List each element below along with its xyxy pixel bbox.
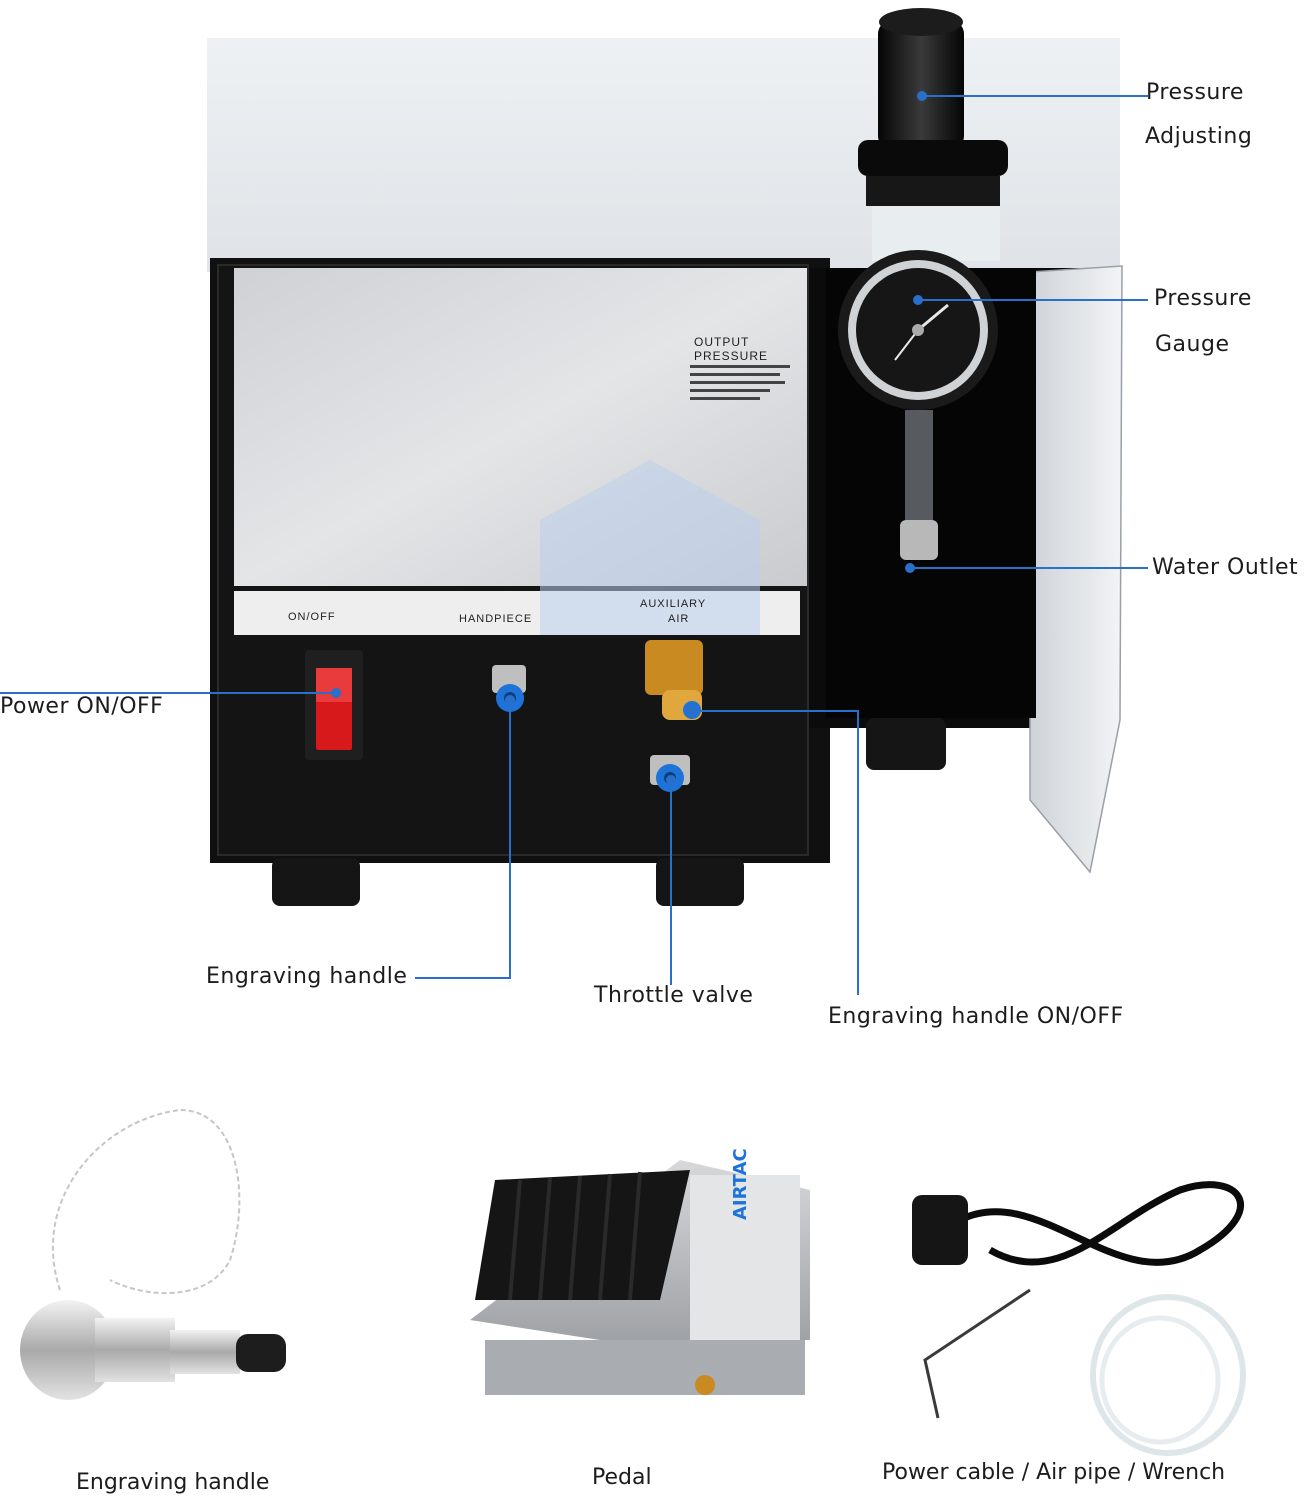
callout-pressure-gauge-1: Pressure xyxy=(1154,286,1252,311)
panel-auxiliary-label: AUXILIARY xyxy=(640,598,707,610)
panel-on-off-label: ON/OFF xyxy=(288,611,336,623)
callout-pressure-adjusting-2: Adjusting xyxy=(1145,124,1253,149)
callout-power-on-off: Power ON/OFF xyxy=(0,694,164,719)
kit-accessory xyxy=(912,1181,1246,1456)
pressure-adjusting-knob xyxy=(858,8,1008,261)
callout-engraving-handle-on-off: Engraving handle ON/OFF xyxy=(828,1004,1124,1029)
output-pressure-line2: PRESSURE xyxy=(694,349,769,363)
callout-pressure-gauge-2: Gauge xyxy=(1155,332,1230,357)
caption-engraving-handle: Engraving handle xyxy=(76,1470,270,1495)
callout-throttle-valve: Throttle valve xyxy=(594,983,754,1008)
callout-water-outlet: Water Outlet xyxy=(1152,555,1299,580)
panel-air-label: AIR xyxy=(668,613,690,625)
power-switch xyxy=(305,650,363,760)
pedal-accessory xyxy=(470,1160,810,1395)
callout-lines xyxy=(0,91,1148,995)
pressure-gauge xyxy=(838,250,998,560)
panel-handpiece-label: HANDPIECE xyxy=(459,613,533,625)
output-pressure-fine-print xyxy=(690,365,790,400)
callout-engraving-handle: Engraving handle xyxy=(206,964,408,989)
front-panel xyxy=(234,268,807,635)
caption-pedal: Pedal xyxy=(592,1465,652,1490)
throttle-valve-connector xyxy=(645,640,703,792)
engraving-handle-accessory xyxy=(20,1108,286,1400)
output-pressure-label: OUTPUT PRESSURE xyxy=(694,335,768,363)
machine-feet xyxy=(272,718,946,906)
callout-pressure-adjusting-1: Pressure xyxy=(1146,80,1244,105)
caption-kit: Power cable / Air pipe / Wrench xyxy=(882,1460,1226,1485)
pedal-brand-label: AIRTAC xyxy=(730,1148,751,1220)
output-pressure-line1: OUTPUT xyxy=(694,335,750,349)
